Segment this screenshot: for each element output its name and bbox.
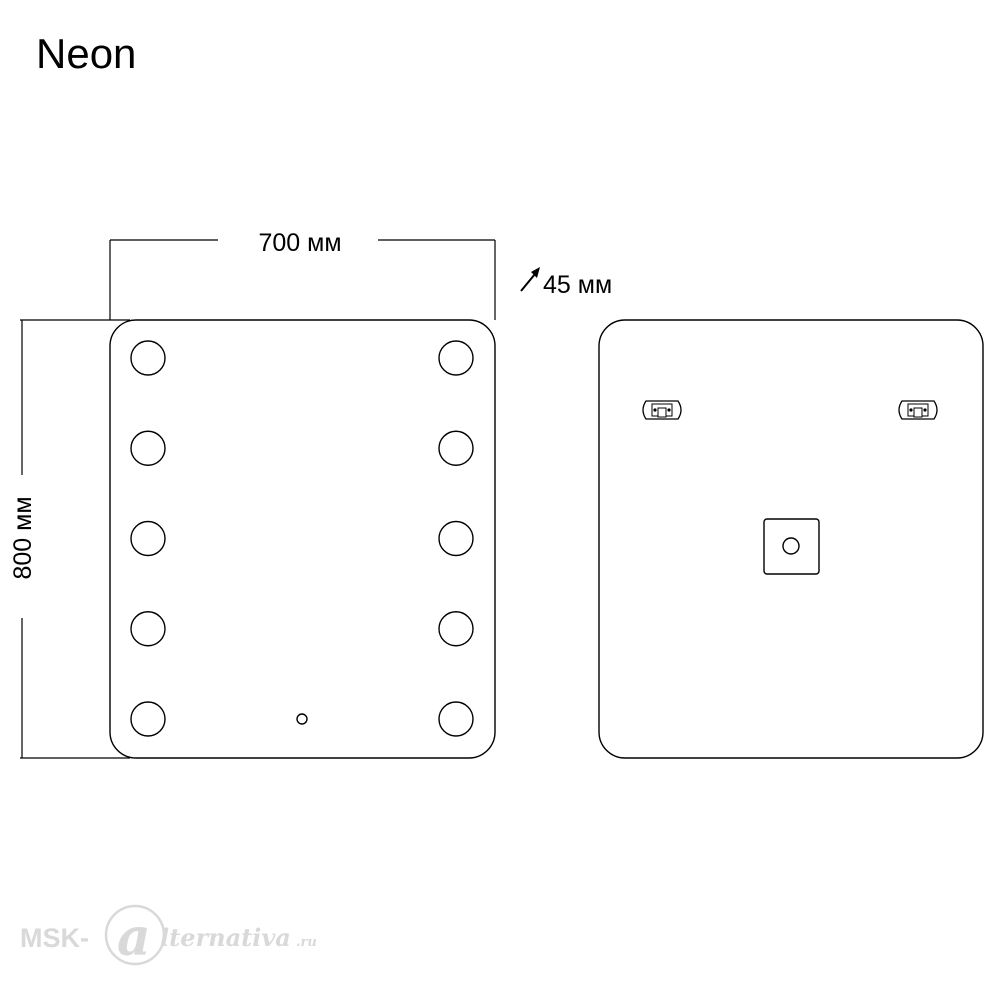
watermark-suffix: lternativa — [160, 923, 291, 952]
wall-hanger-icon — [642, 400, 682, 420]
back-panel-outline — [598, 319, 984, 759]
bulb-left-1 — [130, 340, 166, 376]
width-dimension — [109, 239, 496, 320]
front-view — [109, 319, 496, 759]
bulb-left-5 — [130, 701, 166, 737]
bulb-right-5 — [438, 701, 474, 737]
height-dimension — [20, 319, 130, 759]
bulb-left-4 — [130, 611, 166, 647]
watermark-circle-icon — [104, 904, 166, 966]
junction-box-icon — [763, 518, 820, 575]
touch-sensor-icon — [296, 713, 308, 725]
bulb-left-2 — [130, 430, 166, 466]
bulb-right-4 — [438, 611, 474, 647]
bulb-right-2 — [438, 430, 474, 466]
back-view — [598, 319, 984, 759]
front-mirror-outline — [109, 319, 496, 759]
wall-hanger-icon — [898, 400, 938, 420]
bulb-right-1 — [438, 340, 474, 376]
bulb-left-3 — [130, 520, 166, 557]
bulb-right-3 — [438, 520, 474, 557]
height-label: 800 мм — [9, 496, 37, 579]
depth-arrow-icon — [520, 267, 540, 292]
bulbs — [130, 340, 474, 737]
page-title: Neon — [36, 30, 137, 77]
watermark-tld: .ru — [296, 935, 317, 950]
watermark-prefix: MSK- — [20, 923, 89, 953]
width-label: 700 мм — [258, 229, 341, 257]
watermark-mark: a — [117, 907, 151, 968]
watermark-logo: MSK- a lternativa .ru — [20, 904, 317, 968]
depth-label: 45 мм — [543, 271, 612, 299]
